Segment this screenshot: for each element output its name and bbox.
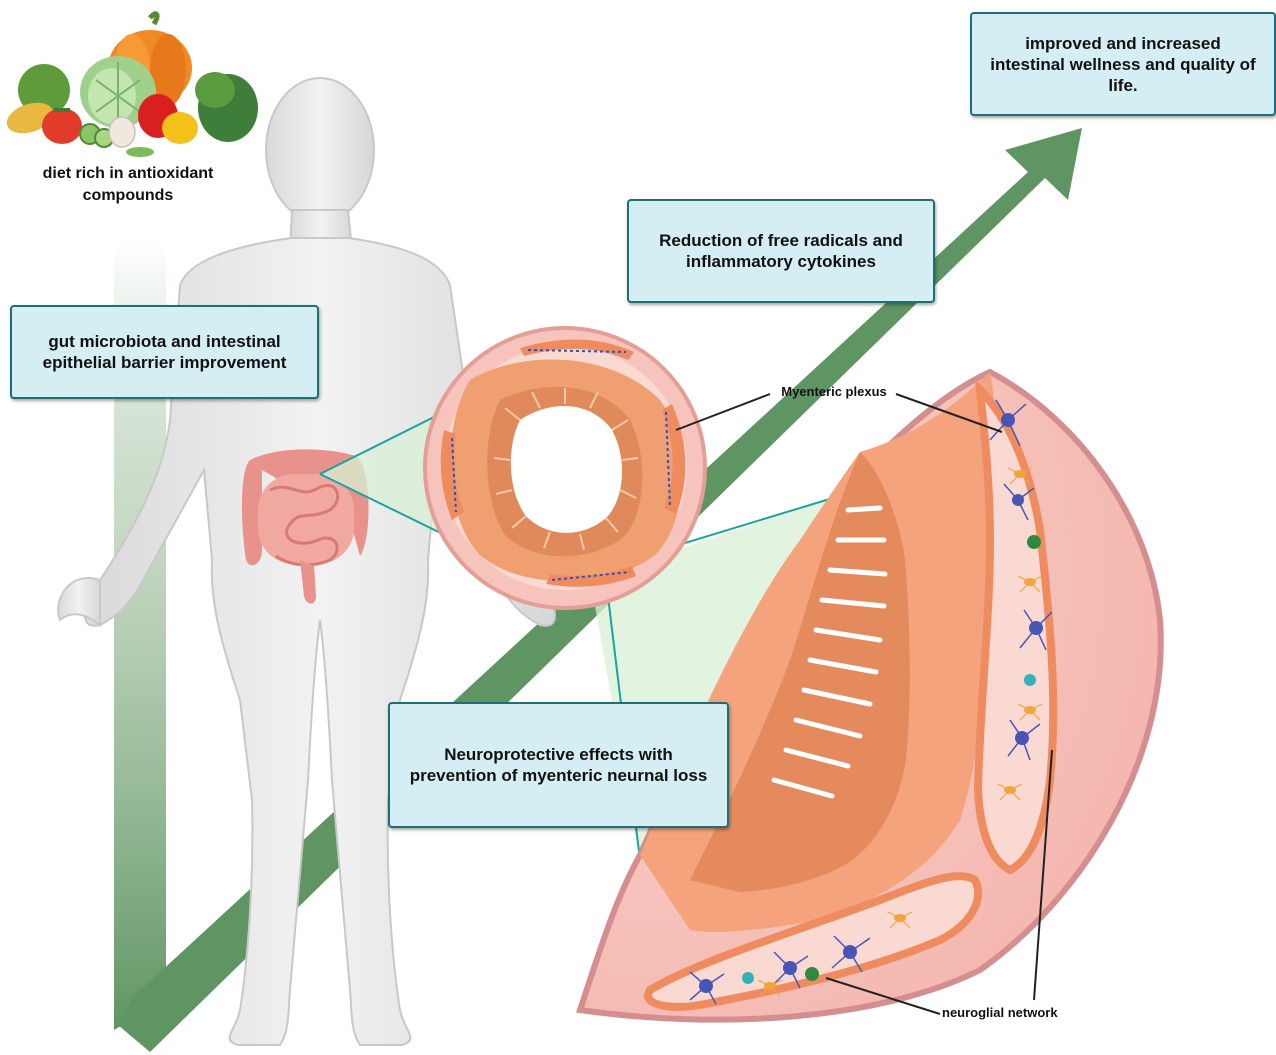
neuroprotective-box: Neuroprotective effects with prevention …: [388, 702, 729, 828]
neuroglial-network-label: neuroglial network: [942, 1005, 1082, 1020]
microbiota-box: gut microbiota and intestinal epithelial…: [10, 305, 319, 399]
vegetables-icon: [3, 14, 258, 157]
myenteric-plexus-label: Myenteric plexus: [772, 384, 896, 399]
intestine-cross-section-icon: [425, 328, 705, 608]
free-radicals-box: Reduction of free radicals and inflammat…: [627, 199, 935, 303]
outcome-box: improved and increased intestinal wellne…: [970, 12, 1276, 116]
diet-label: diet rich in antioxidant compounds: [22, 163, 234, 207]
